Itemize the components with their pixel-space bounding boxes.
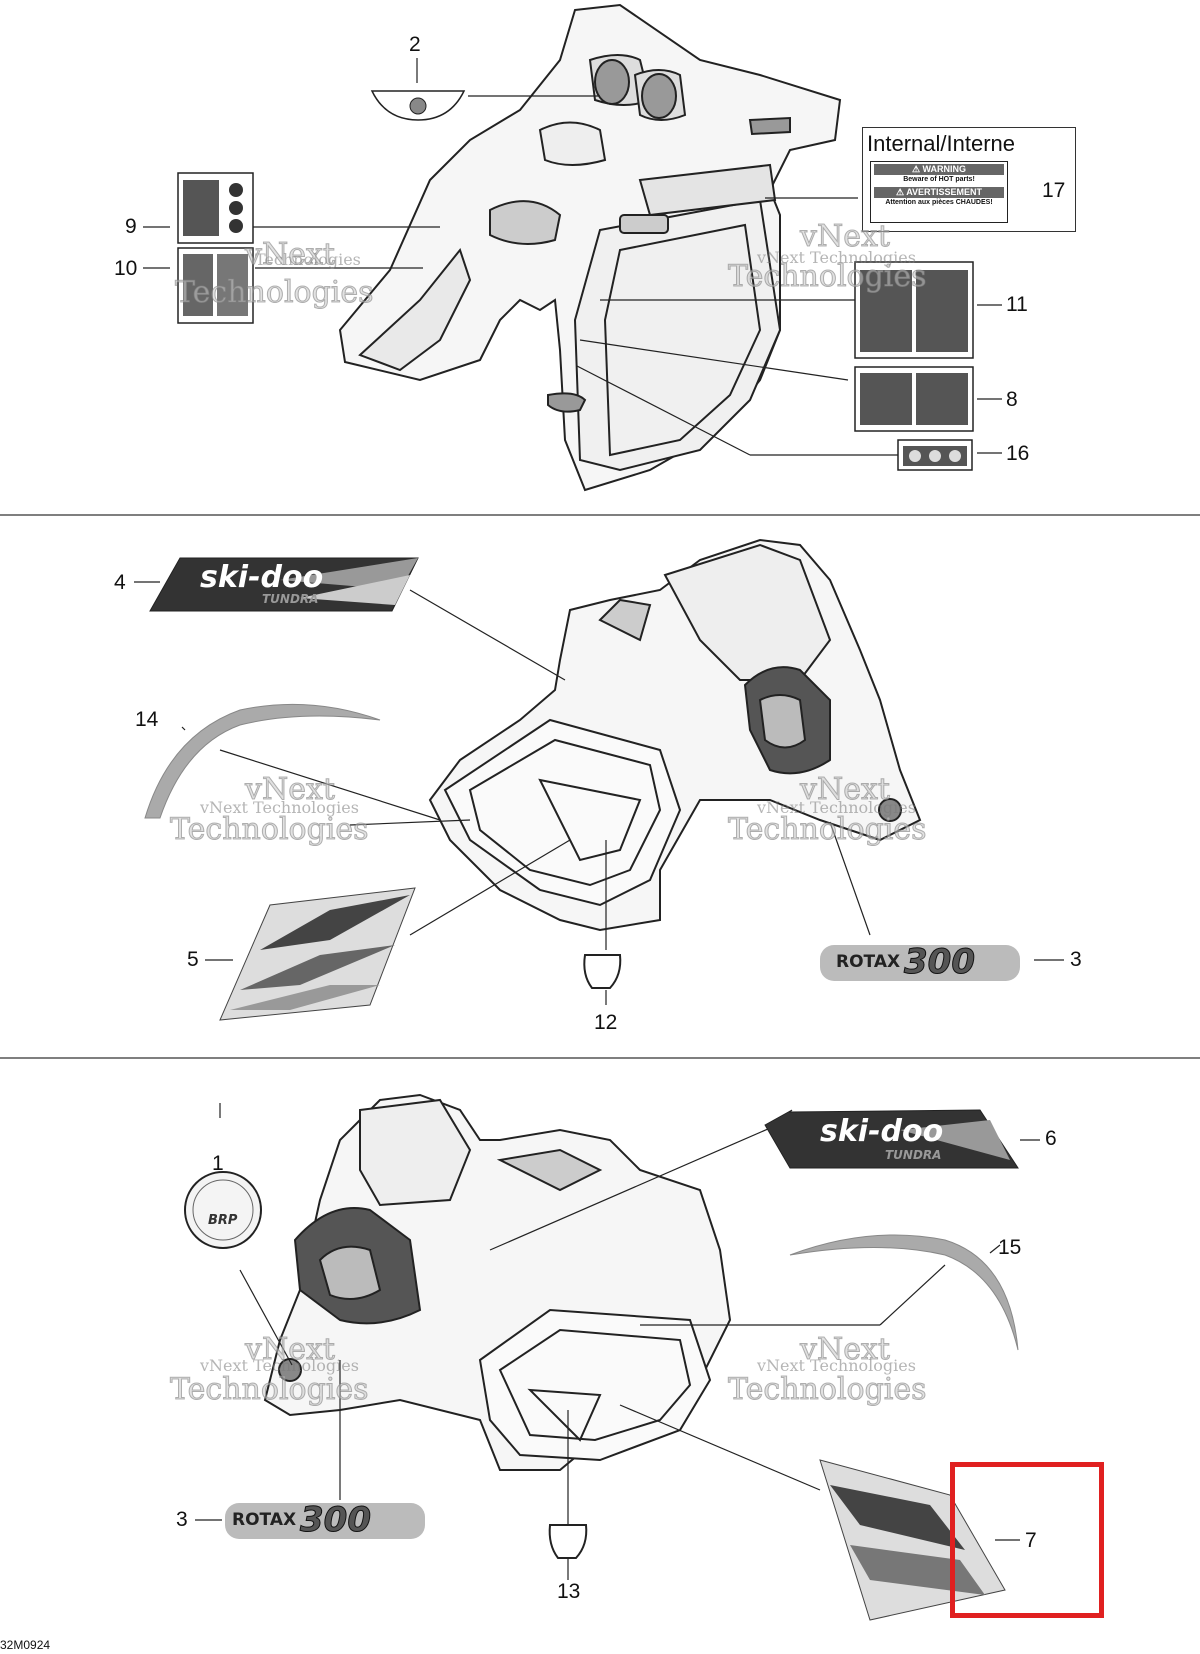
- watermark-small-2: vNext Technologies: [757, 798, 916, 817]
- watermark-small-3: vNext Technologies: [757, 1356, 916, 1375]
- hood-rear-view: [338, 3, 842, 492]
- watermark-small-1: vNext Technologies: [200, 798, 359, 817]
- callout-2[interactable]: 2: [409, 33, 421, 56]
- tundra-logo-upper: TUNDRA: [262, 592, 319, 606]
- watermark-big-vnext-1: vNext: [245, 772, 336, 807]
- watermark-big-vnext-2: vNext: [800, 772, 891, 807]
- avertissement-header: ⚠ AVERTISSEMENT: [874, 187, 1004, 198]
- decal-15-stripe: [789, 1234, 1019, 1351]
- callout-5[interactable]: 5: [187, 948, 199, 971]
- decal-14-stripe: [144, 703, 381, 819]
- watermark-big-tech-2: Technologies: [728, 812, 928, 847]
- watermark-big-tech-5: Technologies: [728, 259, 928, 294]
- callout-8[interactable]: 8: [1006, 388, 1018, 411]
- drawing-code: 32M0924: [0, 1638, 51, 1652]
- decal-6-skidoo-tundra: [764, 1109, 1019, 1169]
- brp-logo: BRP: [208, 1213, 238, 1228]
- callout-6[interactable]: 6: [1045, 1127, 1057, 1150]
- watermark-big-vnext-5: vNext: [800, 219, 891, 254]
- decal-9-label: [177, 172, 254, 244]
- watermark-big-tech-4: Technologies: [728, 1372, 928, 1407]
- callout-9[interactable]: 9: [125, 215, 137, 238]
- internal-label-box: Internal/Interne ⚠ WARNING Beware of HOT…: [862, 127, 1076, 232]
- decal-8-label: [854, 366, 974, 432]
- callout-16[interactable]: 16: [1006, 442, 1030, 465]
- watermark-big-vnext-4: vNext: [800, 1332, 891, 1367]
- hood-side-view-left: [428, 538, 922, 932]
- callout-10[interactable]: 10: [114, 257, 138, 280]
- watermark-big-tech-6: Technologies: [175, 275, 375, 310]
- callout-12[interactable]: 12: [594, 1011, 618, 1034]
- decal-3-rotax-300-lower: [225, 1503, 425, 1539]
- decal-12-emblem: [583, 954, 622, 989]
- tundra-logo-lower: TUNDRA: [885, 1148, 942, 1162]
- rotax-300-upper: 300: [904, 942, 976, 983]
- watermark-big-tech-3: Technologies: [170, 1372, 370, 1407]
- callout-3-lower[interactable]: 3: [176, 1508, 188, 1531]
- watermark-small-4: vNext Technologies: [200, 1356, 359, 1375]
- skidoo-logo-lower: ski-doo: [820, 1114, 944, 1149]
- watermark-big-vnext-3: vNext: [245, 1332, 336, 1367]
- watermark-small-5: vNext Technologies: [757, 248, 916, 267]
- decal-17-hot-parts-label: ⚠ WARNING Beware of HOT parts! ⚠ AVERTIS…: [870, 161, 1008, 223]
- callout-14[interactable]: 14: [135, 708, 159, 731]
- decal-10-label: [177, 247, 254, 324]
- skidoo-logo-upper: ski-doo: [200, 560, 324, 595]
- leaders-section-1: [143, 58, 1040, 456]
- avertissement-text: Attention aux pièces CHAUDES!: [885, 199, 993, 206]
- decal-3-rotax-300-upper: [820, 945, 1020, 981]
- selected-part-highlight: [950, 1462, 1104, 1618]
- callout-13[interactable]: 13: [557, 1580, 581, 1603]
- callout-7[interactable]: 7: [1025, 1529, 1037, 1552]
- watermark-big-tech-1: Technologies: [170, 812, 370, 847]
- warning-header: ⚠ WARNING: [874, 164, 1004, 175]
- watermark-small-6: Technologies: [255, 250, 361, 269]
- leaders-section-3: [195, 1103, 1040, 1580]
- decal-2-gauge-label: [370, 90, 466, 121]
- warning-text: Beware of HOT parts!: [903, 176, 975, 183]
- watermark-big-vnext-6: vNext: [245, 237, 336, 272]
- decal-13-emblem: [548, 1524, 588, 1559]
- callout-4[interactable]: 4: [114, 571, 126, 594]
- leaders-section-2: [134, 581, 1064, 1005]
- callout-15[interactable]: 15: [998, 1236, 1022, 1259]
- hood-side-view-right: [263, 1093, 732, 1471]
- decal-4-skidoo-tundra: [149, 557, 419, 612]
- decal-5-side-graphic: [219, 887, 416, 1021]
- decal-1-brp-badge: [184, 1171, 262, 1249]
- callout-17[interactable]: 17: [1042, 179, 1066, 202]
- rotax-word-upper: ROTAX: [836, 952, 901, 972]
- callout-3-upper[interactable]: 3: [1070, 948, 1082, 971]
- callout-11[interactable]: 11: [1006, 293, 1028, 316]
- rotax-300-lower: 300: [300, 1500, 372, 1541]
- callout-1[interactable]: 1: [212, 1152, 224, 1175]
- decal-11-label: [854, 261, 974, 359]
- rotax-word-lower: ROTAX: [232, 1510, 297, 1530]
- internal-title: Internal/Interne: [867, 131, 1015, 156]
- decal-16-label: [897, 439, 973, 471]
